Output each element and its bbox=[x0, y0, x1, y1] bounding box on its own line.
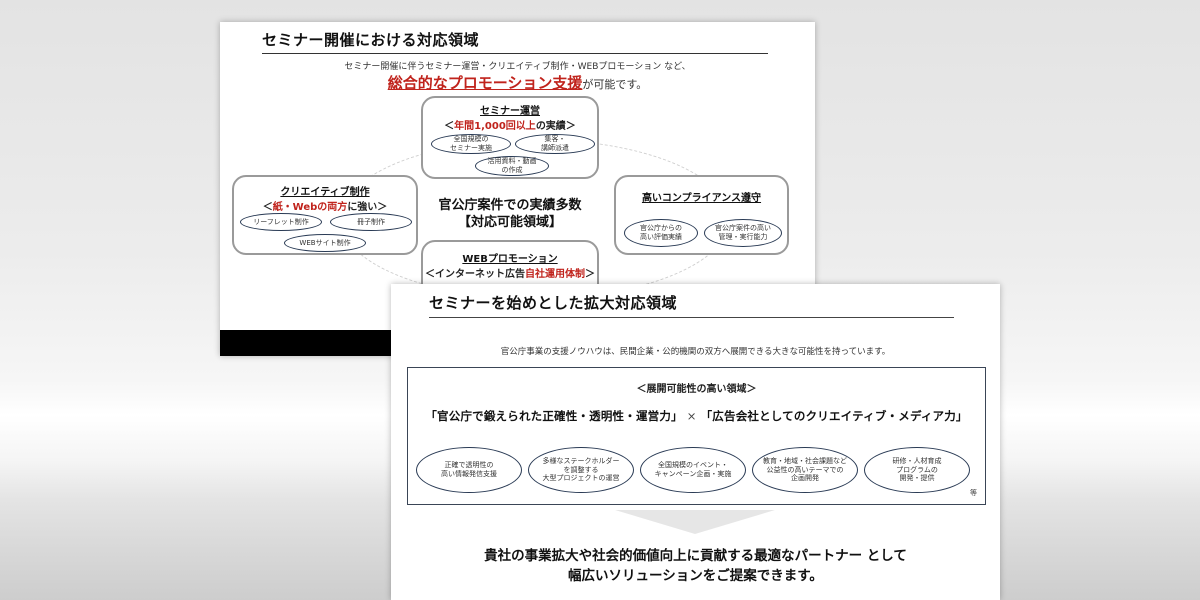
slide2-intro: 官公庁事業の支援ノウハウは、民間企業・公的機関の双方へ展開できる大きな可能性を持… bbox=[500, 347, 891, 357]
times-icon: × bbox=[686, 409, 697, 423]
box-heading: WEBプロモーション bbox=[462, 254, 558, 265]
pill-line: 高い評価実績 bbox=[640, 233, 682, 241]
pill-line: 活用資料・動画 bbox=[487, 157, 537, 166]
pill-line: 研修・人材育成 bbox=[892, 456, 942, 465]
pill-nationwide-seminar: 全国規模のセミナー実施 bbox=[431, 134, 511, 154]
sub-suffix: ＞ bbox=[585, 269, 595, 280]
pill-website: WEBサイト制作 bbox=[284, 234, 366, 252]
lead-suffix: が可能です。 bbox=[582, 78, 648, 91]
frame-formula: 「官公庁で鍛えられた正確性・透明性・運営力」×「広告会社としてのクリエイティブ・… bbox=[408, 408, 985, 424]
pill-line: 講師派遣 bbox=[541, 144, 569, 152]
conclusion-line1: 貴社の事業拡大や社会的価値向上に貢献する最適なパートナー として bbox=[484, 548, 907, 564]
center-line1: 官公庁案件での実績多数 bbox=[438, 198, 582, 213]
pill-line: 多様なステークホルダー bbox=[542, 456, 620, 465]
pill-line: セミナー実施 bbox=[450, 144, 492, 152]
pill-large-project: 多様なステークホルダーを調整する大型プロジェクトの運営 bbox=[528, 447, 634, 493]
pill-line: リーフレット制作 bbox=[253, 217, 309, 226]
pill-line: 全国規模のイベント・ bbox=[658, 461, 728, 470]
pill-line: キャンペーン企画・実施 bbox=[654, 470, 732, 478]
arrow-down-icon bbox=[615, 510, 775, 534]
box-heading: 高いコンプライアンス遵守 bbox=[641, 193, 762, 204]
box-creative-production: クリエイティブ制作 ＜紙・Webの両方に強い＞ リーフレット制作 冊子制作 WE… bbox=[232, 175, 418, 255]
pill-info-dissemination: 正確で透明性の高い情報発信支援 bbox=[416, 447, 522, 493]
slide1-lead-line2: 総合的なプロモーション支援が可能です。 bbox=[220, 72, 815, 93]
slide2-title: セミナーを始めとした拡大対応領域 bbox=[429, 292, 954, 318]
box-subheading: ＜年間1,000回以上の実績＞ bbox=[423, 117, 597, 132]
conclusion-line2: 幅広いソリューションをご提案できます。 bbox=[568, 568, 823, 584]
pill-line: 教育・地域・社会課題など bbox=[763, 456, 847, 465]
sub-prefix: ＜ bbox=[262, 202, 273, 213]
high-potential-areas-frame: ＜展開可能性の高い領域＞ 「官公庁で鍛えられた正確性・透明性・運営力」×「広告会… bbox=[407, 367, 986, 505]
pill-line: を調整する bbox=[563, 465, 599, 474]
pill-nationwide-events: 全国規模のイベント・キャンペーン企画・実施 bbox=[640, 447, 746, 493]
etc-label: 等 bbox=[970, 489, 977, 497]
lead-emphasis: 総合的なプロモーション支援 bbox=[387, 74, 583, 92]
pill-line: 管理・実行能力 bbox=[718, 233, 768, 241]
pill-line: 冊子制作 bbox=[357, 217, 385, 226]
pill-line: 大型プロジェクトの運営 bbox=[542, 474, 620, 483]
pill-management-ability: 官公庁案件の高い管理・実行能力 bbox=[704, 219, 782, 247]
pill-line: 官公庁からの bbox=[640, 224, 682, 233]
box-heading: セミナー運営 bbox=[480, 106, 540, 117]
slide-expanded-coverage: セミナーを始めとした拡大対応領域 官公庁事業の支援ノウハウは、民間企業・公的機関… bbox=[391, 284, 1000, 600]
sub-red: 年間1,000回以上 bbox=[454, 121, 536, 132]
sub-red: 自社運用体制 bbox=[525, 269, 585, 280]
pill-line: 集客・ bbox=[544, 135, 566, 144]
pill-attraction-lecturers: 集客・講師派遣 bbox=[515, 134, 595, 154]
sub-prefix: ＜インターネット広告 bbox=[425, 269, 525, 280]
pill-line: 正確で透明性の bbox=[444, 461, 494, 470]
pill-line: 開発・提供 bbox=[899, 474, 935, 483]
pill-line: 企画開発 bbox=[791, 474, 819, 483]
conclusion-text: 貴社の事業拡大や社会的価値向上に貢献する最適なパートナー として 幅広いソリュー… bbox=[391, 546, 1000, 586]
pill-leaflet: リーフレット制作 bbox=[240, 213, 322, 231]
sub-prefix: ＜ bbox=[444, 121, 455, 132]
pill-line: 高い情報発信支援 bbox=[441, 470, 497, 478]
box-seminar-operations: セミナー運営 ＜年間1,000回以上の実績＞ 全国規模のセミナー実施 集客・講師… bbox=[421, 96, 599, 179]
frame-heading: ＜展開可能性の高い領域＞ bbox=[636, 384, 757, 395]
pill-line: 全国規模の bbox=[453, 135, 489, 144]
sub-red: 紙・Webの両方 bbox=[272, 202, 348, 213]
pill-line: 官公庁案件の高い bbox=[715, 224, 771, 233]
pill-line: プログラムの bbox=[896, 465, 938, 474]
pill-high-evaluation: 官公庁からの高い評価実績 bbox=[624, 219, 698, 247]
formula-left: 「官公庁で鍛えられた正確性・透明性・運営力」 bbox=[425, 409, 683, 423]
slide1-title: セミナー開催における対応領域 bbox=[262, 29, 768, 54]
box-heading: クリエイティブ制作 bbox=[280, 187, 370, 198]
pill-line: 公益性の高いテーマでの bbox=[766, 465, 844, 474]
box-subheading: ＜インターネット広告自社運用体制＞ bbox=[423, 265, 597, 280]
pill-training-programs: 研修・人材育成プログラムの開発・提供 bbox=[864, 447, 970, 493]
pill-line: WEBサイト制作 bbox=[299, 238, 351, 247]
pill-public-interest-planning: 教育・地域・社会課題など公益性の高いテーマでの企画開発 bbox=[752, 447, 858, 493]
box-compliance: 高いコンプライアンス遵守 官公庁からの高い評価実績 官公庁案件の高い管理・実行能… bbox=[614, 175, 789, 255]
center-label: 官公庁案件での実績多数 【対応可能領域】 bbox=[425, 197, 595, 231]
formula-right: 「広告会社としてのクリエイティブ・メディア力」 bbox=[700, 409, 968, 423]
pill-line: の作成 bbox=[501, 166, 523, 174]
sub-suffix: の実績＞ bbox=[535, 121, 576, 132]
center-line2: 【対応可能領域】 bbox=[457, 215, 562, 230]
sub-suffix: に強い＞ bbox=[347, 202, 388, 213]
slide1-lead-line1: セミナー開催に伴うセミナー運営・クリエイティブ制作・WEBプロモーション など、 bbox=[344, 62, 691, 72]
box-subheading: ＜紙・Webの両方に強い＞ bbox=[234, 198, 416, 213]
slide-seminar-coverage: セミナー開催における対応領域 セミナー開催に伴うセミナー運営・クリエイティブ制作… bbox=[220, 22, 815, 356]
pill-booklet: 冊子制作 bbox=[330, 213, 412, 231]
pill-materials-video: 活用資料・動画の作成 bbox=[475, 156, 549, 176]
